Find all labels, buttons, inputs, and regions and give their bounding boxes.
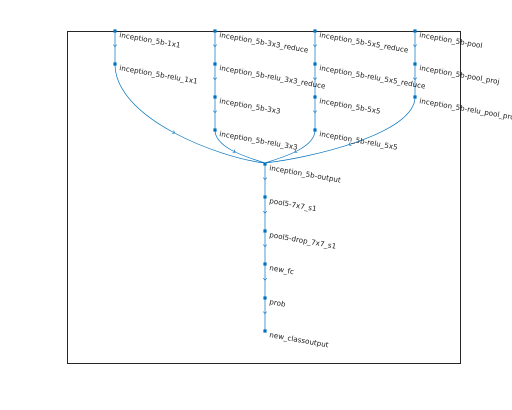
node-marker-prob — [263, 296, 267, 300]
node-marker-inception-5b-relu-5x5 — [313, 128, 317, 132]
node-marker-inception-5b-relu-1x1 — [113, 62, 117, 66]
node-label-inception-5b-relu-3x3-reduce: inception_5b-relu_3x3_reduce — [219, 63, 327, 91]
node-label-inception-5b-output: inception_5b-output — [269, 163, 342, 184]
edge-arrow-icon — [294, 149, 298, 154]
edge-arrow-icon — [313, 44, 317, 48]
edge-arrow-icon — [413, 77, 417, 81]
node-label-inception-5b-3x3: inception_5b-3x3 — [219, 96, 282, 116]
edge-arrow-icon — [263, 311, 267, 315]
node-label-pool5-7x7-s1: pool5-7x7_s1 — [269, 196, 318, 213]
node-label-inception-5b-5x5-reduce: inception_5b-5x5_reduce — [319, 30, 410, 55]
node-label-inception-5b-relu-5x5-reduce: inception_5b-relu_5x5_reduce — [319, 63, 427, 91]
edge-arrow-icon — [232, 149, 236, 154]
edge-arrow-icon — [348, 142, 352, 146]
node-marker-inception-5b-relu-5x5-reduce — [313, 62, 317, 66]
node-marker-inception-5b-5x5-reduce — [313, 29, 317, 33]
node-marker-new-classoutput — [263, 329, 267, 333]
edge-arrow-icon — [113, 44, 117, 48]
edge-arrow-icon — [263, 244, 267, 248]
edge-arrow-icon — [213, 110, 217, 114]
edge-arrow-icon — [263, 177, 267, 181]
node-label-new-classoutput: new_classoutput — [269, 330, 330, 349]
node-marker-inception-5b-3x3 — [213, 95, 217, 99]
edge-arrow-icon — [171, 130, 176, 134]
node-marker-inception-5b-relu-3x3 — [213, 128, 217, 132]
edge-arrow-icon — [313, 110, 317, 114]
node-label-pool5-drop-7x7-s1: pool5-drop_7x7_s1 — [269, 230, 337, 251]
node-marker-inception-5b-3x3-reduce — [213, 29, 217, 33]
node-label-inception-5b-5x5: inception_5b-5x5 — [319, 96, 382, 116]
node-label-prob: prob — [269, 297, 287, 309]
node-marker-inception-5b-pool — [413, 29, 417, 33]
edge-arrow-icon — [263, 277, 267, 281]
node-label-inception-5b-1x1: inception_5b-1x1 — [119, 30, 182, 50]
node-marker-inception-5b-relu-3x3-reduce — [213, 62, 217, 66]
node-label-inception-5b-pool: inception_5b-pool — [419, 30, 484, 50]
edge-inception-5b-relu-1x1-to-inception-5b-output — [114, 63, 266, 164]
node-marker-inception-5b-pool-proj — [413, 62, 417, 66]
edge-arrow-icon — [213, 44, 217, 48]
node-marker-inception-5b-output — [263, 162, 267, 166]
node-layer — [113, 29, 417, 333]
node-label-inception-5b-3x3-reduce: inception_5b-3x3_reduce — [219, 30, 310, 55]
edge-layer — [113, 31, 417, 330]
node-label-new-fc: new_fc — [269, 263, 295, 276]
node-marker-new-fc — [263, 262, 267, 266]
edge-inception-5b-relu-5x5-to-inception-5b-output — [264, 129, 316, 164]
node-marker-inception-5b-5x5 — [313, 95, 317, 99]
node-marker-inception-5b-relu-pool-proj — [413, 95, 417, 99]
node-label-inception-5b-relu-3x3: inception_5b-relu_3x3 — [219, 129, 299, 152]
node-marker-inception-5b-1x1 — [113, 29, 117, 33]
edge-inception-5b-relu-3x3-to-inception-5b-output — [214, 129, 266, 164]
edge-arrow-icon — [413, 44, 417, 48]
node-marker-pool5-7x7-s1 — [263, 195, 267, 199]
edge-arrow-icon — [313, 77, 317, 81]
node-label-inception-5b-relu-1x1: inception_5b-relu_1x1 — [119, 63, 199, 86]
node-label-inception-5b-pool-proj: inception_5b-pool_proj — [419, 63, 501, 86]
node-label-inception-5b-relu-pool-proj: inception_5b-relu_pool_proj — [419, 96, 512, 122]
node-label-inception-5b-relu-5x5: inception_5b-relu_5x5 — [319, 129, 399, 152]
edge-arrow-icon — [263, 210, 267, 214]
node-marker-pool5-drop-7x7-s1 — [263, 229, 267, 233]
edge-arrow-icon — [213, 77, 217, 81]
